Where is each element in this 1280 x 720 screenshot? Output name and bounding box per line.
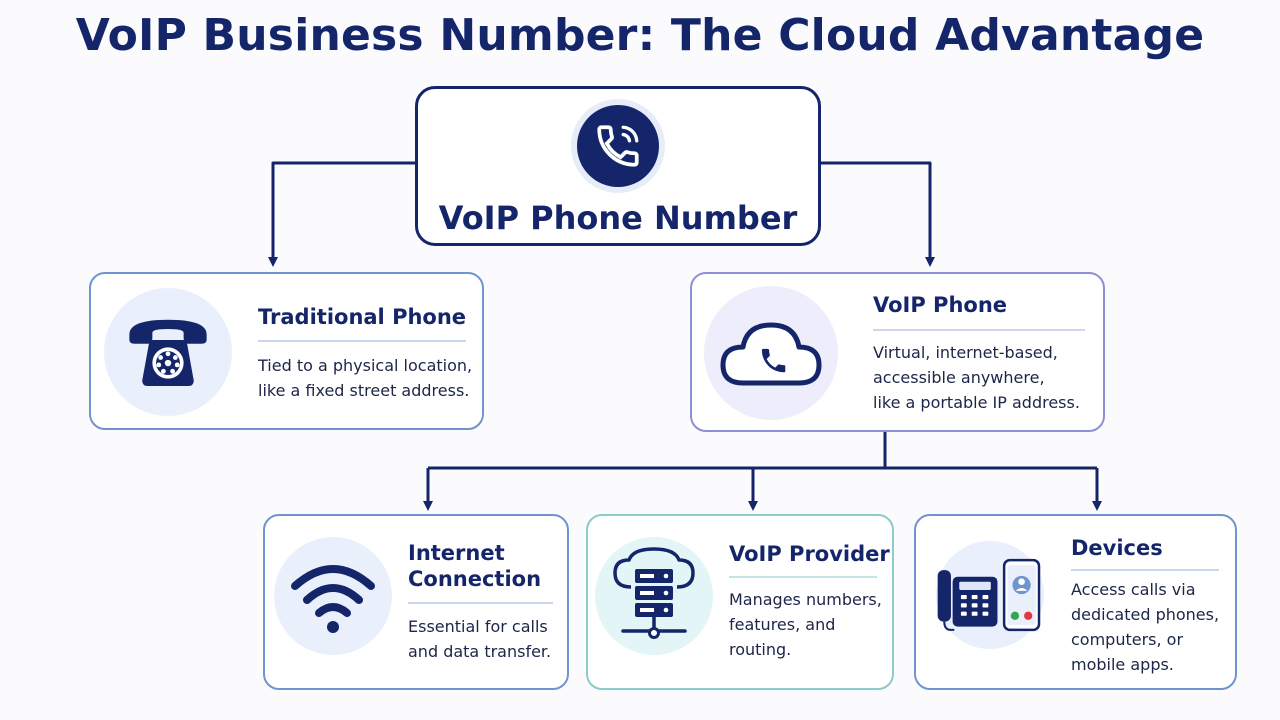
internet-connection-heading: Internet Connection — [408, 540, 541, 592]
cloud-server-icon — [595, 537, 713, 655]
internet-connection-line-1: Essential for calls — [408, 617, 548, 636]
voip-provider-line-3: routing. — [729, 640, 792, 659]
voip-provider-line-2: features, and — [729, 615, 836, 634]
traditional-phone-line-1: Tied to a physical location, — [258, 356, 473, 375]
devices-line-3: computers, or — [1071, 630, 1184, 649]
devices-heading: Devices — [1071, 536, 1163, 560]
devices-card: Devices Access calls via dedicated phone… — [914, 514, 1237, 690]
voip-provider-description: Manages numbers, features, and routing. — [729, 587, 882, 662]
traditional-phone-line-2: like a fixed street address. — [258, 381, 470, 400]
voip-phone-card: VoIP Phone Virtual, internet-based, acce… — [690, 272, 1105, 432]
voip-phone-line-2: accessible anywhere, — [873, 368, 1045, 387]
voip-provider-heading: VoIP Provider — [729, 542, 890, 566]
voip-provider-line-1: Manages numbers, — [729, 590, 882, 609]
voip-phone-divider — [873, 329, 1085, 331]
root-node-label: VoIP Phone Number — [438, 199, 798, 237]
internet-connection-line-2: and data transfer. — [408, 642, 552, 661]
internet-connection-divider — [408, 602, 553, 604]
internet-connection-heading-line-2: Connection — [408, 567, 542, 591]
desk-phone-smartphone-icon — [936, 541, 1044, 649]
devices-line-2: dedicated phones, — [1071, 605, 1220, 624]
devices-description: Access calls via dedicated phones, compu… — [1071, 577, 1219, 677]
devices-line-1: Access calls via — [1071, 580, 1196, 599]
internet-connection-description: Essential for calls and data transfer. — [408, 614, 551, 664]
internet-connection-card: Internet Connection Essential for calls … — [263, 514, 569, 690]
cloud-phone-icon — [704, 286, 838, 420]
internet-connection-heading-line-1: Internet — [408, 541, 505, 565]
voip-provider-divider — [729, 576, 877, 578]
wifi-icon — [274, 537, 392, 655]
voip-provider-card: VoIP Provider Manages numbers, features,… — [586, 514, 894, 690]
connector-root-to-traditional — [268, 161, 415, 267]
root-node: VoIP Phone Number — [415, 86, 821, 246]
devices-line-4: mobile apps. — [1071, 655, 1174, 674]
traditional-phone-card: Traditional Phone Tied to a physical loc… — [89, 272, 484, 430]
voip-phone-line-3: like a portable IP address. — [873, 393, 1080, 412]
page-title: VoIP Business Number: The Cloud Advantag… — [75, 10, 1205, 61]
devices-divider — [1071, 569, 1219, 571]
traditional-phone-divider — [258, 340, 466, 342]
rotary-phone-icon — [104, 288, 232, 416]
voip-phone-line-1: Virtual, internet-based, — [873, 343, 1058, 362]
connector-root-to-voip — [820, 161, 935, 267]
voip-phone-description: Virtual, internet-based, accessible anyw… — [873, 340, 1080, 415]
traditional-phone-description: Tied to a physical location, like a fixe… — [258, 353, 472, 403]
phone-signal-icon — [577, 105, 659, 187]
traditional-phone-heading: Traditional Phone — [258, 305, 467, 329]
voip-phone-heading: VoIP Phone — [873, 293, 1008, 317]
